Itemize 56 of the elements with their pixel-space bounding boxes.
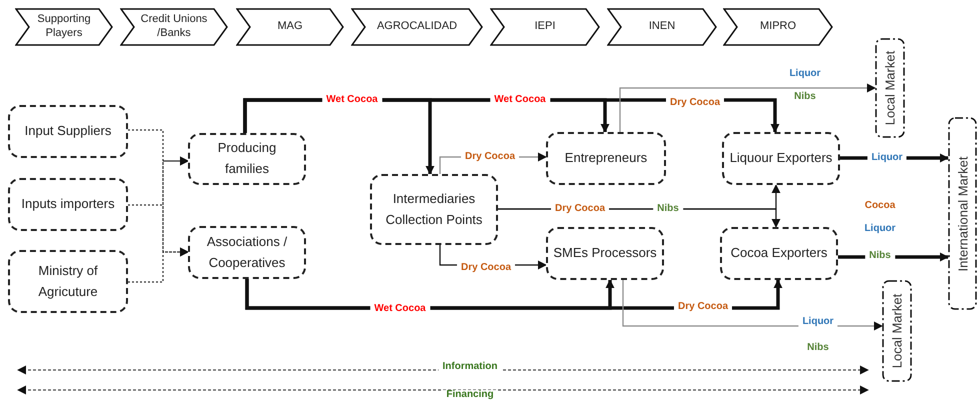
market-label: International Market <box>954 156 971 271</box>
process-box <box>722 132 840 185</box>
chevron-label: AGROCALIDAD <box>376 20 458 34</box>
edge-label: Nibs <box>865 251 895 261</box>
chevron-shape <box>351 8 483 46</box>
edge-label: Liquor <box>798 317 838 327</box>
edge-label: Dry Cocoa <box>666 98 724 108</box>
chevron-label: MIPRO <box>758 20 798 34</box>
edge-label: Dry Cocoa <box>457 263 515 273</box>
chevron-shape <box>236 8 344 46</box>
chevron-label: Credit Unions /Banks <box>140 13 208 41</box>
chevron-label: INEN <box>648 20 676 34</box>
process-box <box>546 132 666 185</box>
process-box <box>720 227 838 280</box>
market-label: Local Market <box>881 50 898 126</box>
box-label: Input Suppliers <box>24 122 112 140</box>
process-box <box>546 227 664 280</box>
market-label: Local Market <box>888 294 906 368</box>
process-box <box>188 133 306 185</box>
process-box <box>188 226 306 279</box>
box-label: SMEs Processors <box>552 244 658 262</box>
flow-label: Financing <box>442 390 498 400</box>
market-box <box>948 117 977 310</box>
edge-label: Wet Cocoa <box>490 95 550 105</box>
process-box <box>370 174 498 245</box>
edge-label: Dry Cocoa <box>551 204 609 214</box>
box-label: Associations / Cooperatives <box>206 232 288 272</box>
edge-label: Wet Cocoa <box>322 95 382 105</box>
arrow <box>619 84 876 132</box>
process-box <box>8 250 128 313</box>
process-box <box>8 105 128 158</box>
edge-label: Dry Cocoa <box>461 152 519 162</box>
box-label: Ministry of Agricuture <box>37 262 99 301</box>
chevron-shape <box>490 8 600 46</box>
edge-label: Dry Cocoa <box>674 302 732 312</box>
box-label: Inputs importers <box>20 195 116 214</box>
edge-label: Liquor <box>867 153 907 163</box>
box-label: Intermediaries Collection Points <box>384 190 484 228</box>
chevron-label: MAG <box>276 20 304 34</box>
chevron-shape <box>15 8 113 46</box>
edge-label: Nibs <box>653 204 683 214</box>
arrow <box>128 248 189 282</box>
chevron-label: IEPI <box>534 20 556 34</box>
box-label: Cocoa Exporters <box>730 244 828 262</box>
market-box <box>875 38 905 138</box>
flow-label: Information <box>438 362 502 372</box>
chevron-label: Supporting Players <box>36 13 92 41</box>
box-label: Entrepreneurs <box>564 149 648 168</box>
process-box <box>8 178 128 231</box>
chevron-shape <box>723 8 833 46</box>
chevron-shape <box>120 8 228 46</box>
chevron-shape <box>607 8 717 46</box>
box-label: Liquour Exporters <box>728 149 834 168</box>
market-box <box>882 280 912 382</box>
edge-label: Wet Cocoa <box>370 304 430 314</box>
box-label: Producing families <box>216 139 278 178</box>
